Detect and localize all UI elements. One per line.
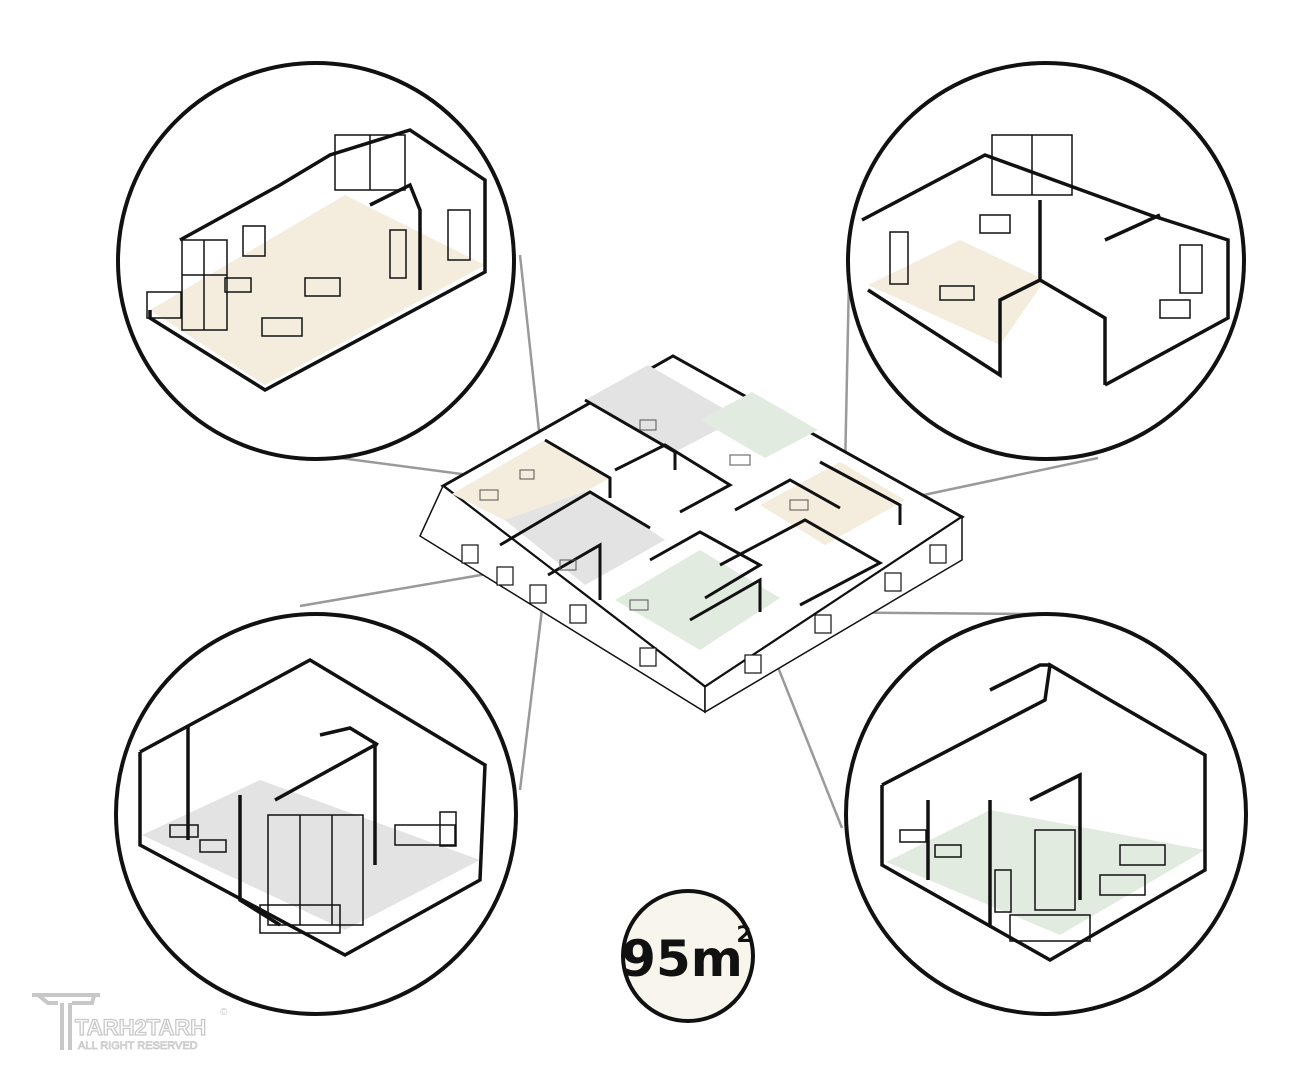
top-left-sofa-1 — [261, 317, 303, 337]
plan-window-8 — [884, 572, 902, 592]
bottom-left-outer-wall — [138, 657, 487, 957]
top-left-door — [389, 229, 407, 279]
bottom-right-outer-wall — [880, 662, 1207, 963]
top-left-front-edge — [148, 265, 487, 393]
bottom-left-balcony-rail — [259, 904, 341, 934]
top-right-radiator — [1179, 244, 1203, 294]
detail-circle-bottom-right-outline — [844, 612, 1248, 1016]
plan-floor-beige-west — [452, 440, 610, 528]
plan-wall-3 — [499, 490, 651, 547]
area-badge-value: 95m — [621, 930, 743, 988]
plan-wall-9 — [547, 542, 602, 600]
bottom-right-partition-3 — [1029, 772, 1082, 900]
watermark-emblem — [32, 993, 100, 1050]
watermark-logo: TARH2TARH © ALL RIGHT RESERVED — [32, 993, 228, 1052]
bottom-right-door — [994, 869, 1012, 913]
bottom-left-floor — [142, 780, 480, 930]
plan-floor-grey-north — [585, 365, 740, 452]
plan-furniture-2 — [519, 469, 535, 480]
bottom-right-floor — [886, 810, 1205, 935]
top-left-partition — [369, 182, 422, 290]
bottom-right-notch — [989, 663, 1050, 692]
plan-floor-green-south — [615, 550, 780, 650]
area-badge: 95m 2 — [621, 889, 755, 1023]
detail-circle-top-right-outline — [846, 61, 1246, 461]
plan-wall-4 — [614, 443, 733, 514]
detail-circle-top-left — [116, 61, 516, 461]
plan-window-2 — [496, 566, 514, 586]
top-left-kitchen-unit — [242, 225, 266, 257]
top-right-outer-wall — [861, 153, 1230, 387]
plan-furniture-1 — [479, 489, 499, 501]
plan-window-9 — [929, 544, 947, 564]
bottom-left-partition-2 — [238, 795, 281, 927]
leader-line-bottom-left-a — [299, 568, 511, 608]
bottom-right-window-grid — [1034, 829, 1076, 911]
leader-line-top-left-a — [518, 254, 542, 441]
top-left-radiator — [447, 209, 471, 261]
top-left-floor — [150, 195, 485, 385]
plan-window-7 — [814, 614, 832, 634]
plan-window-4 — [569, 604, 587, 624]
watermark-tagline: ALL RIGHT RESERVED — [78, 1040, 198, 1052]
plan-furniture-3 — [789, 499, 809, 511]
plan-wall-6 — [649, 530, 764, 600]
area-badge-circle — [621, 889, 755, 1023]
plan-window-1 — [461, 544, 479, 564]
detail-circle-bottom-left — [114, 612, 518, 1016]
top-right-kitchen — [979, 214, 1011, 234]
bottom-left-partition-4 — [319, 726, 379, 747]
plan-window-5 — [639, 647, 657, 667]
central-isometric-plan — [419, 354, 965, 714]
plan-wall-10 — [689, 577, 762, 622]
bottom-left-kitchen — [394, 824, 456, 846]
top-left-table — [224, 277, 252, 293]
area-badge-superscript: 2 — [736, 923, 751, 948]
detail-circle-top-right — [846, 61, 1246, 461]
plan-furniture-6 — [629, 599, 649, 611]
watermark-copyright: © — [220, 1007, 228, 1018]
plan-window-3 — [529, 584, 547, 604]
bottom-left-fridge — [439, 811, 457, 847]
top-right-partition-2 — [1104, 213, 1161, 242]
top-right-sofa — [1159, 299, 1191, 319]
plan-furniture-5 — [729, 454, 751, 466]
plan-furniture-7 — [559, 559, 577, 571]
plan-floor-green-north — [700, 392, 818, 458]
bottom-right-desk-2 — [934, 844, 962, 858]
plan-slab-right-face — [704, 515, 963, 714]
bottom-right-desk-1 — [899, 829, 927, 843]
watermark-brand: TARH2TARH — [75, 1015, 206, 1040]
plan-wall-5 — [734, 478, 841, 512]
detail-circle-bottom-right — [844, 612, 1248, 1016]
bottom-left-window-grid — [267, 814, 364, 926]
plan-wall-7 — [719, 518, 884, 607]
top-left-balcony-rail — [146, 291, 182, 319]
top-right-dining-table — [939, 285, 975, 301]
leader-line-top-right-b — [899, 456, 1099, 502]
top-right-door — [889, 231, 909, 285]
plan-window-6 — [744, 654, 762, 674]
bottom-right-balcony-rail — [1009, 914, 1091, 942]
bottom-right-sofa-2 — [1099, 874, 1146, 896]
top-left-sofa-2 — [304, 277, 341, 297]
top-right-front-edge — [867, 278, 1107, 385]
plan-wall-1 — [544, 438, 612, 498]
bottom-left-desk-2 — [199, 839, 227, 853]
bottom-left-desk — [169, 824, 199, 838]
plan-furniture-4 — [639, 419, 657, 431]
plan-wall-8 — [819, 460, 902, 525]
bottom-right-sofa-1 — [1119, 844, 1166, 866]
